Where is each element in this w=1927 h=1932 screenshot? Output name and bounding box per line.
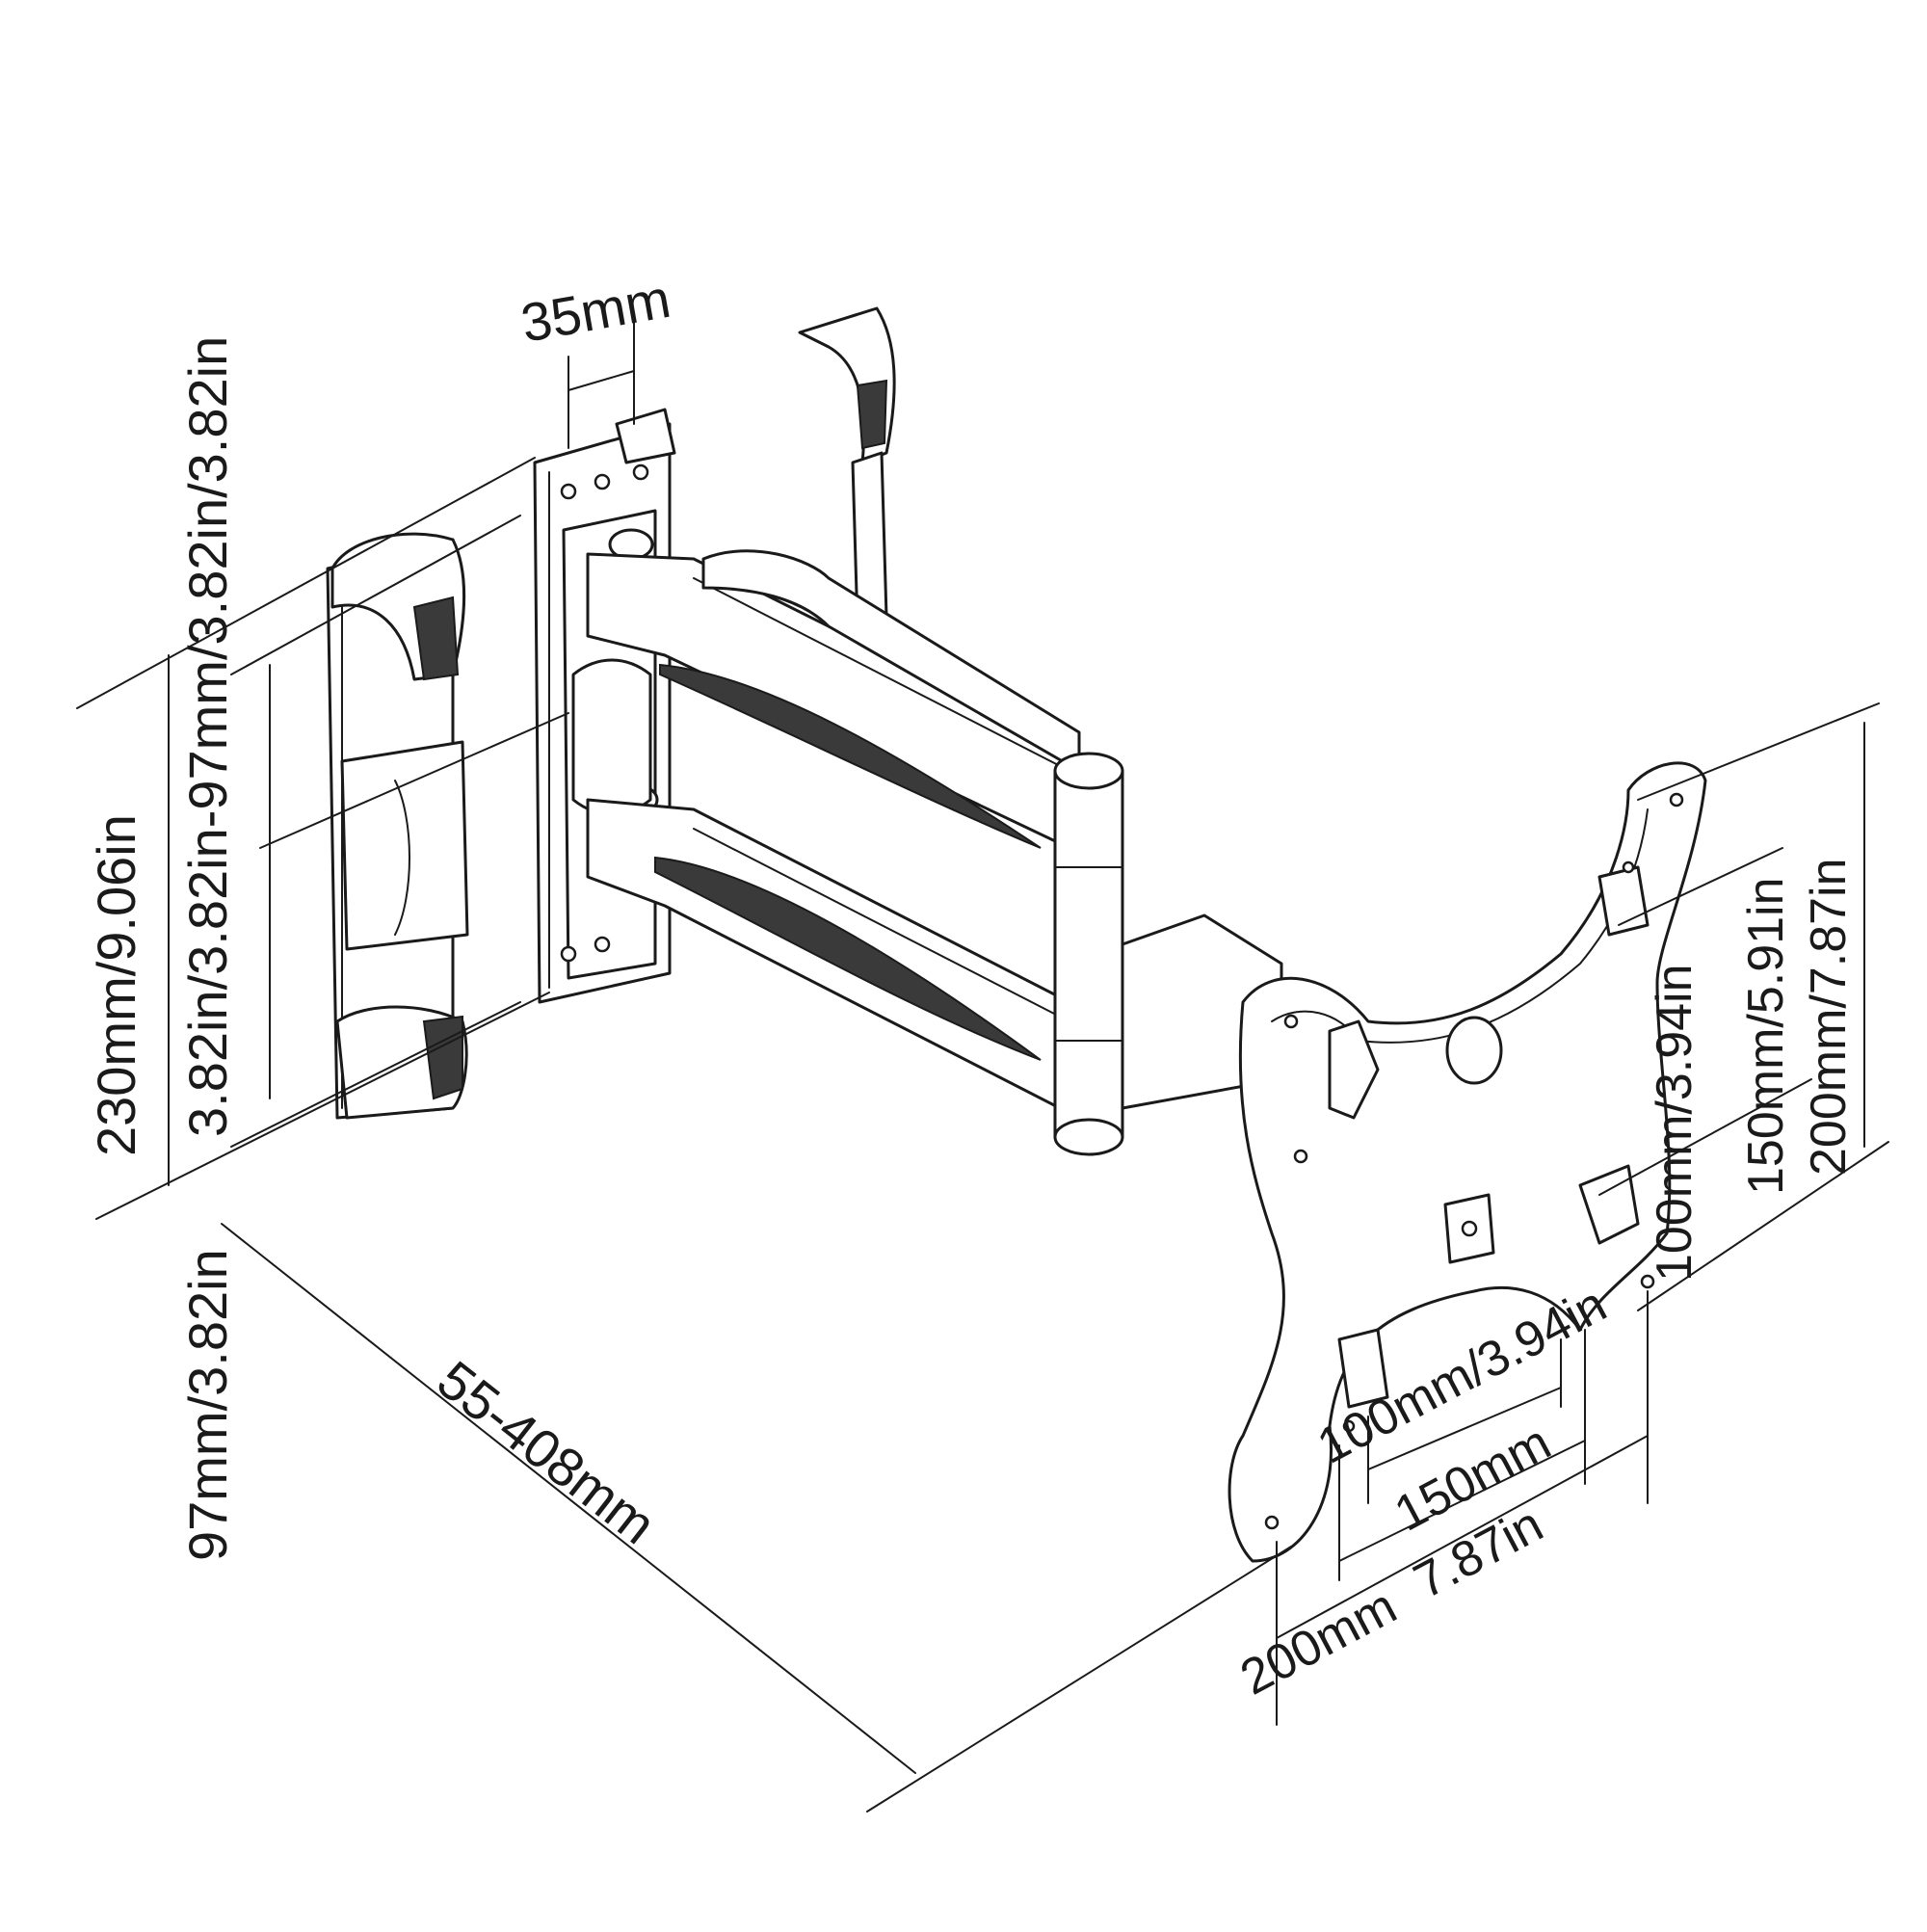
wall-plate <box>326 532 469 1120</box>
upper-arm <box>586 549 1081 850</box>
rear-bracket <box>533 408 676 1004</box>
dim-wall-left <box>76 457 569 1220</box>
label-vesa-v-100: 100mm/3.94in <box>1647 964 1703 1282</box>
vesa-plate <box>1227 761 1707 1563</box>
label-arm-extension: 55-408mm <box>427 1349 668 1555</box>
label-bracket-width: 35mm <box>516 268 674 354</box>
lower-arm <box>586 798 1071 1110</box>
label-vesa-v-150: 150mm/5.91in <box>1738 877 1794 1195</box>
label-wall-spacing-upper: 3.82in/3.82in-97mm/3.82in/3.82in <box>177 336 238 1137</box>
label-wall-spacing-lower: 97mm/3.82in <box>177 1249 238 1561</box>
dim-arm-extension <box>221 1223 1292 1813</box>
label-vesa-h-200-mm: 200mm <box>1231 1578 1405 1707</box>
dim-vesa-vertical <box>1598 702 1889 1311</box>
dim-vesa-horizontal <box>1276 1290 1649 1726</box>
label-wall-height: 230mm/9.06in <box>86 814 146 1156</box>
label-vesa-v-200: 200mm/7.87in <box>1801 858 1857 1176</box>
